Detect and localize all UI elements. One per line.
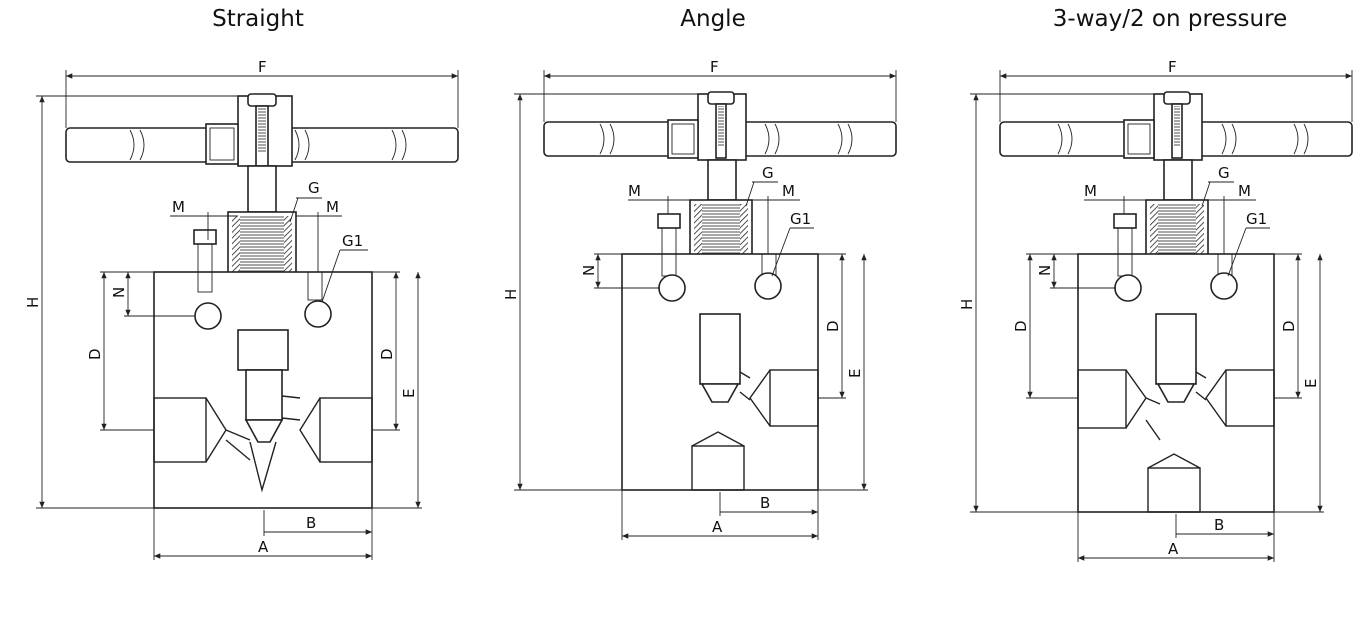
stem (1163, 159, 1193, 201)
label-G: G (762, 164, 774, 182)
dim-D-left: D (1012, 320, 1030, 332)
dim-E: E (400, 389, 418, 398)
dim-H: H (502, 289, 520, 300)
dim-M-right: M (782, 182, 795, 200)
dim-D-right: D (378, 348, 396, 360)
angle-view: F H A B N D E M M G G1 (502, 58, 897, 540)
dim-H: H (24, 297, 42, 308)
port-bottom (691, 445, 745, 491)
stem (707, 159, 737, 201)
dim-B: B (760, 494, 770, 512)
mount-hole-right (754, 272, 782, 300)
port-left (1077, 369, 1127, 429)
label-G1: G1 (790, 210, 811, 228)
dim-E: E (1302, 379, 1320, 388)
dim-H: H (958, 299, 976, 310)
dim-N: N (1036, 265, 1054, 276)
dim-M-left: M (172, 198, 185, 216)
dim-M-left: M (628, 182, 641, 200)
dim-M-right: M (1238, 182, 1251, 200)
dim-A: A (258, 538, 269, 556)
mount-hole-right (1210, 272, 1238, 300)
dim-F: F (258, 58, 267, 76)
stem (247, 165, 277, 213)
mount-hole-left (1114, 274, 1142, 302)
label-G: G (1218, 164, 1230, 182)
dim-B: B (1214, 516, 1224, 534)
view-title-angle: Angle (680, 6, 746, 32)
dim-F: F (710, 58, 719, 76)
mount-hole-left (194, 302, 222, 330)
dim-F: F (1168, 58, 1177, 76)
label-G1: G1 (342, 232, 363, 250)
dim-D-right: D (1280, 320, 1298, 332)
view-title-straight: Straight (212, 6, 304, 32)
view-title-3way: 3-way/2 on pressure (1052, 6, 1288, 32)
dim-N: N (110, 287, 128, 298)
dim-A: A (1168, 540, 1179, 558)
dim-A: A (712, 518, 723, 536)
dim-N: N (580, 265, 598, 276)
three-way-view: F H A B D N D E M M G (958, 58, 1353, 562)
label-G: G (308, 179, 320, 197)
dim-D: D (824, 320, 842, 332)
straight-view: F H A B D N D E M M G (24, 58, 459, 560)
mount-hole-left (658, 274, 686, 302)
mount-hole-right (304, 300, 332, 328)
label-G1: G1 (1246, 210, 1267, 228)
dim-B: B (306, 514, 316, 532)
port-bottom (1147, 467, 1201, 513)
dim-D-left: D (86, 348, 104, 360)
dim-M-right: M (326, 198, 339, 216)
dim-M-left: M (1084, 182, 1097, 200)
dim-E: E (846, 369, 864, 378)
